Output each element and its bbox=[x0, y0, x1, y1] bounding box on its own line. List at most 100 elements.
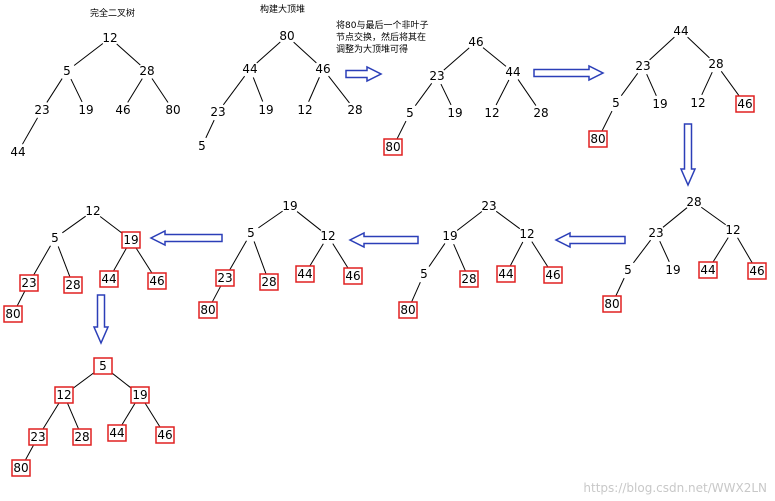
tree-edge bbox=[701, 71, 713, 96]
node-value: 12 bbox=[519, 227, 534, 241]
sorted-node-box bbox=[735, 95, 755, 113]
sorted-node-value: 44 bbox=[700, 263, 715, 277]
sorted-node-box bbox=[155, 426, 175, 444]
node-value: 12 bbox=[297, 103, 312, 117]
tree-edge bbox=[205, 119, 215, 139]
tree-edge bbox=[633, 239, 651, 264]
tree-edge bbox=[456, 211, 483, 231]
tree-edge bbox=[443, 47, 470, 71]
tree-edge bbox=[712, 237, 729, 263]
tree-edge bbox=[411, 282, 421, 302]
sorted-node-box bbox=[147, 272, 167, 290]
node-value: 5 bbox=[63, 64, 71, 78]
sorted-node-value: 44 bbox=[109, 426, 124, 440]
watermark: https://blog.csdn.net/WWX2LN bbox=[583, 481, 767, 495]
sorted-node-value: 28 bbox=[74, 430, 89, 444]
sorted-node-value: 80 bbox=[400, 303, 415, 317]
node-value: 44 bbox=[242, 62, 257, 76]
tree-edge bbox=[33, 245, 51, 276]
node-value: 23 bbox=[34, 103, 49, 117]
tree-edge bbox=[517, 79, 537, 106]
sorted-node-box bbox=[63, 276, 83, 294]
node-value: 28 bbox=[533, 106, 548, 120]
arrow-left-icon bbox=[348, 231, 419, 249]
sorted-node-value: 23 bbox=[217, 271, 232, 285]
tree-edge bbox=[42, 402, 60, 430]
sorted-node-box bbox=[121, 231, 141, 249]
node-value: 5 bbox=[624, 263, 632, 277]
tree-edge bbox=[615, 277, 625, 297]
tree-edge bbox=[109, 371, 134, 390]
sorted-node-box bbox=[28, 428, 48, 446]
sorted-node-box bbox=[130, 386, 150, 404]
tree-edge bbox=[70, 370, 97, 391]
sorted-node-value: 23 bbox=[21, 276, 36, 290]
node-value: 19 bbox=[665, 263, 680, 277]
tree-edge bbox=[62, 215, 86, 234]
sorted-node-box bbox=[11, 459, 31, 477]
node-value: 5 bbox=[247, 226, 255, 240]
sorted-node-value: 28 bbox=[65, 278, 80, 292]
node-value: 23 bbox=[481, 199, 496, 213]
sorted-node-box bbox=[3, 305, 23, 323]
sorted-node-value: 28 bbox=[461, 272, 476, 286]
node-value: 44 bbox=[673, 24, 688, 38]
node-value: 12 bbox=[484, 106, 499, 120]
sorted-node-value: 46 bbox=[345, 269, 360, 283]
sorted-node-value: 5 bbox=[99, 359, 107, 373]
sorted-node-box bbox=[215, 269, 235, 287]
tree-edge bbox=[57, 246, 71, 277]
node-value: 23 bbox=[210, 105, 225, 119]
tree-edge bbox=[67, 403, 79, 429]
tree-edge bbox=[256, 41, 281, 64]
sorted-node-box bbox=[93, 357, 113, 375]
caption-build-heap: 构建大顶堆 bbox=[260, 5, 306, 15]
tree-edge bbox=[687, 36, 710, 59]
node-value: 23 bbox=[648, 226, 663, 240]
tree-edge bbox=[328, 75, 350, 104]
tree-edge bbox=[24, 444, 35, 461]
tree-edge bbox=[73, 43, 104, 66]
tree-edge bbox=[16, 290, 26, 307]
node-value: 5 bbox=[612, 96, 620, 110]
tree-edge bbox=[620, 72, 639, 97]
sorted-node-box bbox=[107, 424, 127, 442]
tree-edge bbox=[151, 78, 169, 103]
sorted-node-value: 12 bbox=[56, 388, 71, 402]
sorted-node-value: 44 bbox=[101, 272, 116, 286]
tree-edge bbox=[70, 78, 83, 103]
node-value: 5 bbox=[420, 267, 428, 281]
sorted-node-value: 80 bbox=[5, 307, 20, 321]
tree-edge bbox=[649, 36, 675, 61]
sorted-node-value: 44 bbox=[297, 267, 312, 281]
tree-edge bbox=[428, 243, 446, 267]
node-value: 19 bbox=[282, 199, 297, 213]
sorted-node-box bbox=[72, 428, 92, 446]
tree-edge bbox=[296, 211, 322, 231]
sorted-node-box bbox=[383, 138, 403, 156]
node-value: 12 bbox=[102, 31, 117, 45]
node-value: 12 bbox=[690, 96, 705, 110]
node-value: 19 bbox=[447, 106, 462, 120]
tree-edge bbox=[531, 241, 549, 268]
sorted-node-value: 28 bbox=[261, 275, 276, 289]
sorted-node-value: 19 bbox=[123, 233, 138, 247]
tree-edge bbox=[737, 237, 753, 264]
sorted-node-box bbox=[543, 266, 563, 284]
tree-edge bbox=[99, 216, 125, 235]
arrow-right-icon bbox=[345, 65, 383, 83]
sorted-node-box bbox=[398, 301, 418, 319]
sorted-node-value: 46 bbox=[545, 268, 560, 282]
node-value: 19 bbox=[258, 103, 273, 117]
tree-edge bbox=[646, 74, 657, 96]
tree-edge bbox=[22, 117, 38, 145]
sorted-node-value: 80 bbox=[590, 132, 605, 146]
tree-edge bbox=[720, 70, 741, 98]
sorted-node-value: 44 bbox=[498, 267, 513, 281]
